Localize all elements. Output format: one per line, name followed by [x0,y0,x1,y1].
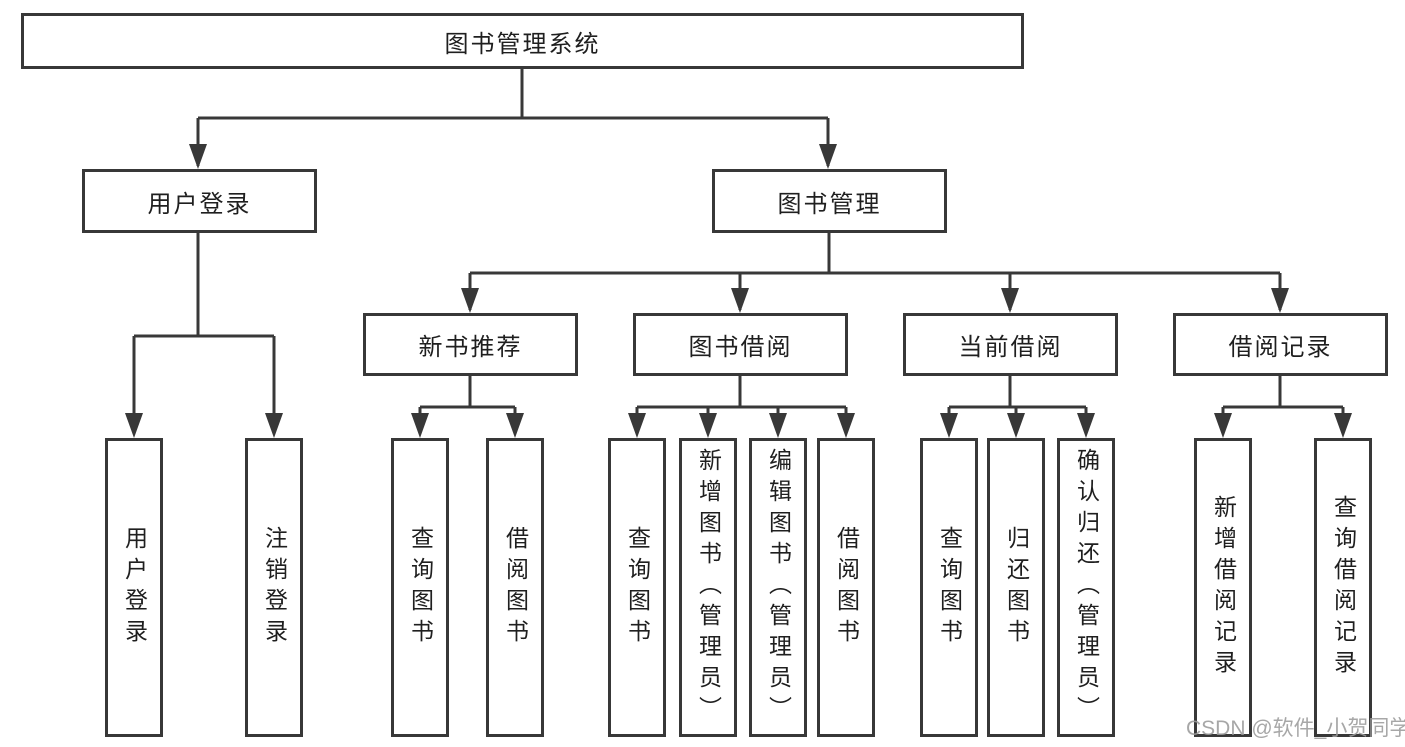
leaf-add-borrow-record-label: 新增借阅记录 [1210,494,1237,681]
leaf-edit-book-admin-label: 编辑图书（管理员） [765,448,792,727]
leaf-query-borrow-record: 查询借阅记录 [1314,438,1372,737]
node-current-borrowing-label: 当前借阅 [958,334,1063,361]
node-book-borrowing: 图书借阅 [633,313,848,376]
node-new-book-recommend: 新书推荐 [363,313,578,376]
leaf-confirm-return-admin: 确认归还（管理员） [1057,438,1115,737]
leaf-borrow-book-2: 借阅图书 [817,438,875,737]
csdn-watermark: CSDN @软件_小贺同学 [1186,717,1405,740]
leaf-confirm-return-admin-label: 确认归还（管理员） [1073,448,1100,727]
node-book-borrowing-label: 图书借阅 [688,334,793,361]
node-borrowing-records: 借阅记录 [1173,313,1388,376]
node-borrowing-records-label: 借阅记录 [1228,334,1333,361]
node-user-login: 用户登录 [82,169,317,233]
leaf-return-book: 归还图书 [987,438,1045,737]
leaf-borrow-book-2-label: 借阅图书 [833,525,860,650]
leaf-return-book-label: 归还图书 [1003,525,1030,650]
leaf-query-book-1: 查询图书 [391,438,449,737]
leaf-borrow-book-1-label: 借阅图书 [502,525,529,650]
leaf-logout: 注销登录 [245,438,303,737]
leaf-add-book-admin-label: 新增图书（管理员） [695,448,722,727]
leaf-add-book-admin: 新增图书（管理员） [679,438,737,737]
leaf-user-login: 用户登录 [105,438,163,737]
leaf-query-borrow-record-label: 查询借阅记录 [1330,494,1357,681]
leaf-edit-book-admin: 编辑图书（管理员） [749,438,807,737]
leaf-query-book-3-label: 查询图书 [936,525,963,650]
leaf-borrow-book-1: 借阅图书 [486,438,544,737]
leaf-logout-label: 注销登录 [261,525,288,650]
node-user-login-label: 用户登录 [147,190,252,218]
node-book-management-label: 图书管理 [777,190,882,218]
leaf-query-book-1-label: 查询图书 [407,525,434,650]
node-library-system: 图书管理系统 [21,13,1024,69]
leaf-query-book-2-label: 查询图书 [624,525,651,650]
leaf-query-book-3: 查询图书 [920,438,978,737]
node-book-management: 图书管理 [712,169,947,233]
node-new-book-recommend-label: 新书推荐 [418,334,523,361]
leaf-add-borrow-record: 新增借阅记录 [1194,438,1252,737]
node-current-borrowing: 当前借阅 [903,313,1118,376]
leaf-query-book-2: 查询图书 [608,438,666,737]
node-library-system-label: 图书管理系统 [444,30,601,58]
leaf-user-login-label: 用户登录 [121,525,148,650]
